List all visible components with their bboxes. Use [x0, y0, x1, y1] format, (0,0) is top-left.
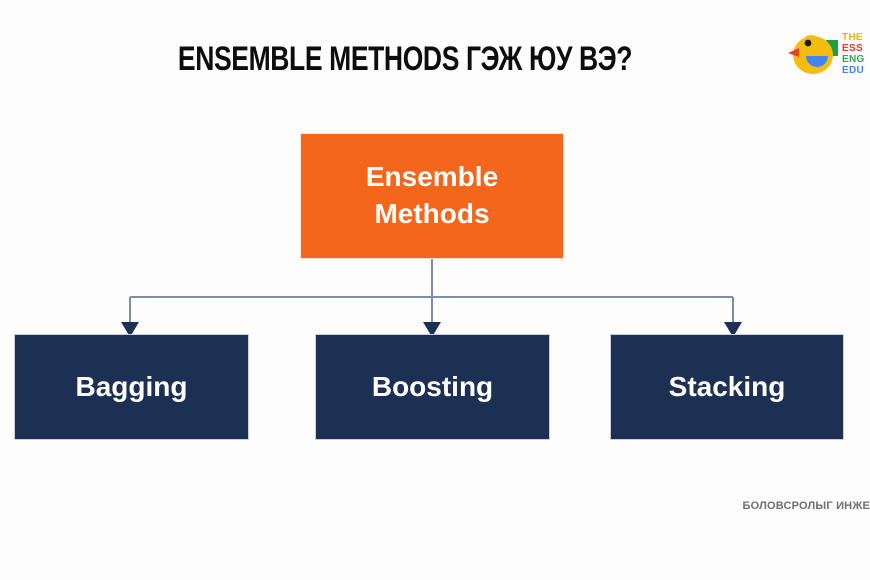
node-stacking[interactable]: Stacking [610, 334, 844, 440]
page-title: ENSEMBLE METHODS ГЭЖ ЮУ ВЭ? [177, 40, 633, 78]
brand-logo-text: THE ESS ENG EDU [842, 32, 870, 76]
bird-icon [788, 35, 838, 74]
logo-text-line-1: THE [842, 32, 863, 43]
node-root-label-wrap: Ensemble Methods [366, 159, 498, 233]
node-stacking-label: Stacking [668, 371, 786, 402]
logo-text-line-4: EDU [842, 65, 865, 76]
logo-text-line-3: ENG [842, 54, 865, 65]
node-bagging-label: Bagging [75, 371, 188, 402]
node-boosting[interactable]: Boosting [315, 334, 550, 440]
node-ensemble-methods[interactable]: Ensemble Methods [300, 133, 564, 259]
node-root-label-line-1: Ensemble [365, 161, 499, 193]
brand-logo: THE ESS ENG EDU [786, 18, 870, 90]
node-bagging[interactable]: Bagging [14, 334, 249, 440]
footer-caption: БОЛОВСРОЛЫГ ИНЖЕ [742, 500, 870, 512]
logo-text-line-2: ESS [842, 43, 863, 54]
node-root-label-line-2: Methods [374, 198, 490, 229]
node-boosting-label: Boosting [371, 371, 494, 402]
